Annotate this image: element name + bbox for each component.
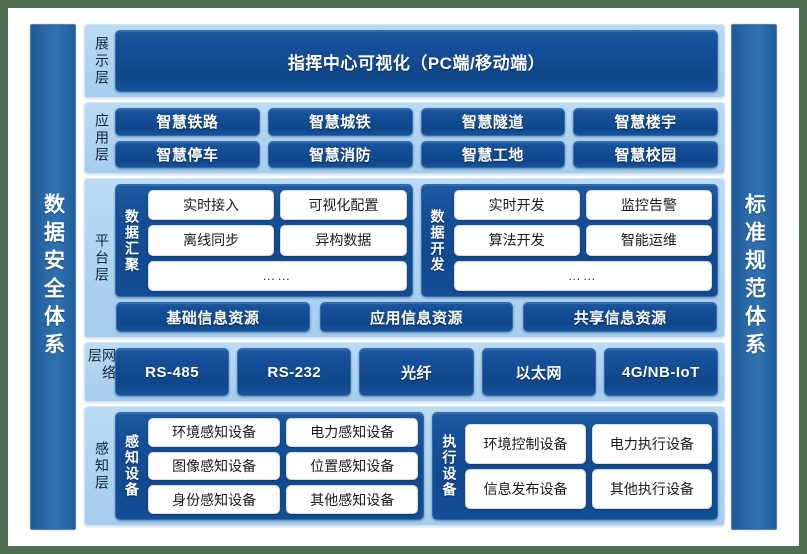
layer-network: 网络层 RS-485 RS-232 光纤 以太网 4G/NB-IoT: [84, 342, 725, 402]
display-command-center-bar[interactable]: 指挥中心可视化（PC端/移动端）: [115, 30, 718, 92]
sense-item-position[interactable]: 位置感知设备: [286, 451, 419, 481]
sense-item-power[interactable]: 电力感知设备: [286, 418, 419, 447]
agg-item-offline-sync[interactable]: 离线同步: [148, 225, 275, 256]
exec-item-other[interactable]: 其他执行设备: [591, 468, 713, 509]
pillar-data-security: 数据安全体系: [30, 24, 76, 530]
exec-item-environment-control[interactable]: 环境控制设备: [465, 423, 586, 464]
grid-row: 算法开发 智能运维: [453, 225, 712, 256]
group-data-development-label: 数据开发: [427, 190, 449, 291]
app-item-smart-metro[interactable]: 智慧城铁: [267, 108, 413, 136]
dev-item-realtime-development[interactable]: 实时开发: [453, 190, 580, 221]
layer-application-body: 智慧铁路 智慧城铁 智慧隧道 智慧楼宇 智慧停车 智慧消防 智慧工地 智慧校园: [115, 108, 718, 168]
grid-row: ……: [453, 260, 712, 291]
sense-item-image[interactable]: 图像感知设备: [148, 451, 281, 481]
layer-network-body: RS-485 RS-232 光纤 以太网 4G/NB-IoT: [115, 348, 719, 396]
layer-display: 展示层 指挥中心可视化（PC端/移动端）: [84, 24, 725, 98]
app-item-smart-building[interactable]: 智慧楼宇: [573, 108, 718, 136]
sensing-groups: 感知设备 环境感知设备 电力感知设备 图像感知设备 位置感知设备: [115, 412, 718, 520]
group-execution-devices: 执行设备 环境控制设备 电力执行设备 信息发布设备 其他执行设备: [432, 412, 718, 520]
network-item-rs232[interactable]: RS-232: [237, 348, 352, 396]
dev-item-algorithm-development[interactable]: 算法开发: [453, 225, 580, 256]
layer-application-label-text: 应用层: [94, 112, 110, 164]
app-item-smart-tunnel[interactable]: 智慧隧道: [420, 108, 566, 136]
agg-item-realtime-ingest[interactable]: 实时接入: [148, 190, 275, 221]
network-row: RS-485 RS-232 光纤 以太网 4G/NB-IoT: [115, 348, 719, 396]
group-data-aggregation: 数据汇聚 实时接入 可视化配置 离线同步 异构数据: [115, 184, 413, 297]
grid-row: ……: [148, 260, 407, 291]
group-data-aggregation-label: 数据汇聚: [121, 190, 143, 291]
sense-item-environment[interactable]: 环境感知设备: [148, 418, 281, 447]
app-item-smart-construction[interactable]: 智慧工地: [420, 140, 566, 168]
grid-row: 环境感知设备 电力感知设备: [148, 418, 419, 447]
app-item-smart-parking[interactable]: 智慧停车: [115, 140, 260, 168]
group-sensing-devices-label: 感知设备: [121, 418, 143, 514]
group-execution-devices-label-text: 执行设备: [441, 434, 458, 498]
platform-resource-row: 基础信息资源 应用信息资源 共享信息资源: [115, 302, 718, 332]
exec-item-power[interactable]: 电力执行设备: [591, 423, 713, 464]
grid-row: 实时开发 监控告警: [453, 190, 712, 221]
network-item-4g-nbiot[interactable]: 4G/NB-IoT: [603, 348, 719, 396]
layer-network-label: 网络层: [87, 348, 117, 396]
group-execution-devices-label: 执行设备: [438, 418, 460, 514]
group-sensing-devices: 感知设备 环境感知设备 电力感知设备 图像感知设备 位置感知设备: [115, 412, 425, 520]
grid-row: 离线同步 异构数据: [148, 225, 407, 256]
layer-display-label-text: 展示层: [94, 35, 110, 87]
resource-item-shared-info[interactable]: 共享信息资源: [523, 302, 718, 332]
app-item-smart-campus[interactable]: 智慧校园: [573, 140, 718, 168]
layer-sensing-label: 感知层: [89, 412, 115, 520]
dev-item-more[interactable]: ……: [453, 260, 712, 291]
agg-item-heterogeneous-data[interactable]: 异构数据: [280, 225, 407, 256]
application-row: 智慧停车 智慧消防 智慧工地 智慧校园: [115, 140, 718, 168]
network-item-fiber[interactable]: 光纤: [359, 348, 474, 396]
dev-item-intelligent-ops[interactable]: 智能运维: [585, 225, 712, 256]
group-data-development-label-text: 数据开发: [429, 208, 446, 273]
sense-item-other[interactable]: 其他感知设备: [286, 485, 419, 515]
layer-display-body: 指挥中心可视化（PC端/移动端）: [115, 30, 718, 92]
platform-groups: 数据汇聚 实时接入 可视化配置 离线同步 异构数据: [115, 184, 718, 297]
pillar-left-label: 数据安全体系: [41, 193, 65, 361]
network-item-rs485[interactable]: RS-485: [115, 348, 230, 396]
layer-sensing: 感知层 感知设备 环境感知设备 电力感知设备: [84, 406, 725, 526]
layer-display-label: 展示层: [89, 30, 115, 92]
grid-row: 实时接入 可视化配置: [148, 190, 407, 221]
resource-item-basic-info[interactable]: 基础信息资源: [116, 302, 310, 332]
layer-stack: 展示层 指挥中心可视化（PC端/移动端） 应用层 智慧铁路 智慧城铁 智慧隧道 …: [84, 24, 725, 530]
group-execution-devices-grid: 环境控制设备 电力执行设备 信息发布设备 其他执行设备: [465, 418, 713, 514]
app-item-smart-firefighting[interactable]: 智慧消防: [267, 140, 413, 168]
layer-sensing-body: 感知设备 环境感知设备 电力感知设备 图像感知设备 位置感知设备: [115, 412, 718, 520]
agg-item-visual-config[interactable]: 可视化配置: [280, 190, 407, 221]
layer-network-label-text: 网络层: [87, 348, 117, 382]
layer-sensing-label-text: 感知层: [94, 440, 110, 492]
layer-platform-label: 平台层: [89, 184, 115, 332]
layer-platform: 平台层 数据汇聚 实时接入 可视化配置: [84, 178, 725, 338]
resource-item-app-info[interactable]: 应用信息资源: [319, 302, 514, 332]
grid-row: 信息发布设备 其他执行设备: [465, 468, 713, 509]
grid-row: 身份感知设备 其他感知设备: [148, 485, 419, 515]
group-data-aggregation-grid: 实时接入 可视化配置 离线同步 异构数据 ……: [148, 190, 407, 291]
grid-row: 环境控制设备 电力执行设备: [465, 423, 713, 464]
agg-item-more[interactable]: ……: [148, 260, 407, 291]
sense-item-identity[interactable]: 身份感知设备: [148, 485, 281, 515]
exec-item-info-publishing[interactable]: 信息发布设备: [465, 468, 586, 509]
network-item-ethernet[interactable]: 以太网: [481, 348, 596, 396]
pillar-standards: 标准规范体系: [731, 24, 777, 530]
group-sensing-devices-label-text: 感知设备: [124, 434, 140, 498]
group-data-development: 数据开发 实时开发 监控告警 算法开发 智能运维: [420, 184, 718, 297]
pillar-right-label: 标准规范体系: [742, 193, 766, 361]
application-row: 智慧铁路 智慧城铁 智慧隧道 智慧楼宇: [115, 108, 718, 136]
group-sensing-devices-grid: 环境感知设备 电力感知设备 图像感知设备 位置感知设备 身份感知设备 其他感知设…: [148, 418, 419, 515]
dev-item-monitoring-alarm[interactable]: 监控告警: [585, 190, 712, 221]
grid-row: 图像感知设备 位置感知设备: [148, 451, 419, 481]
layer-platform-label-text: 平台层: [94, 232, 110, 284]
group-data-development-grid: 实时开发 监控告警 算法开发 智能运维 ……: [453, 190, 712, 291]
diagram-canvas: 数据安全体系 标准规范体系 展示层 指挥中心可视化（PC端/移动端） 应用层 智…: [8, 8, 799, 546]
layer-application-label: 应用层: [89, 108, 115, 168]
layer-application: 应用层 智慧铁路 智慧城铁 智慧隧道 智慧楼宇 智慧停车 智慧消防 智慧工地 智…: [84, 102, 725, 174]
app-item-smart-railway[interactable]: 智慧铁路: [115, 108, 260, 136]
layer-platform-body: 数据汇聚 实时接入 可视化配置 离线同步 异构数据: [115, 184, 718, 332]
group-data-aggregation-label-text: 数据汇聚: [124, 208, 140, 273]
